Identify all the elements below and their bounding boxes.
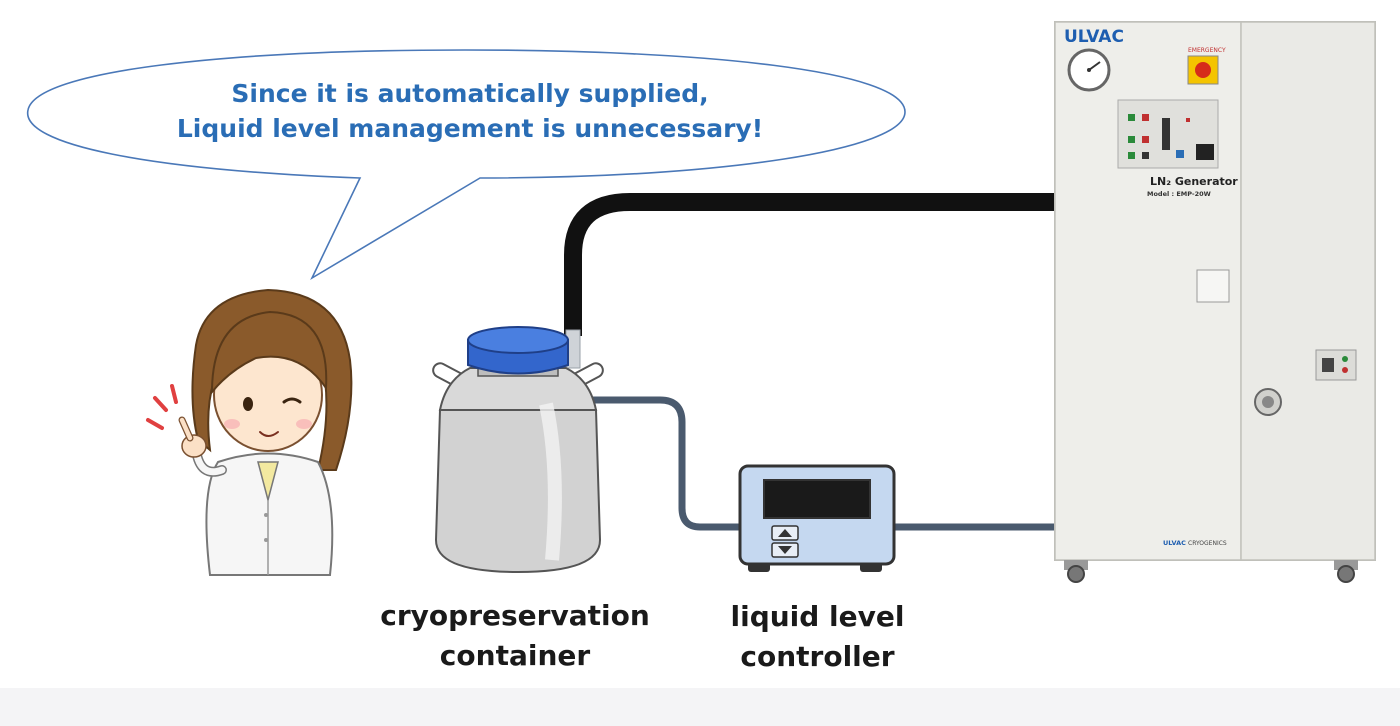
speech-bubble [27,49,906,281]
emergency-stop-icon [1187,55,1219,85]
controller-cable [592,396,1060,531]
generator-footer-text: CRYOGENICS [1188,540,1227,547]
footer-band [0,688,1400,726]
control-panel [1117,99,1219,169]
speech-line-2: Liquid level management is unnecessary! [176,114,764,143]
speech-line-1: Since it is automatically supplied, [231,79,709,108]
controller-label: liquid level controller [730,600,905,673]
nitrogen-hose [564,193,1060,369]
cryopreservation-container [432,326,604,574]
container-label: cryopreservation container [380,599,650,672]
generator-product-name: LN₂ Generator [1150,175,1238,188]
generator-footer-brand: ULVAC [1163,539,1186,547]
gauge-icon [1067,48,1111,92]
generator-brand: ULVAC [1064,27,1124,47]
ln2-generator [1054,21,1376,583]
liquid-level-controller [738,464,896,572]
speech-bubble-text: Since it is automatically supplied, Liqu… [140,76,800,146]
scientist-character [146,288,353,576]
emergency-label: EMERGENCY [1188,47,1226,54]
generator-model: Model : EMP-20W [1147,190,1211,198]
